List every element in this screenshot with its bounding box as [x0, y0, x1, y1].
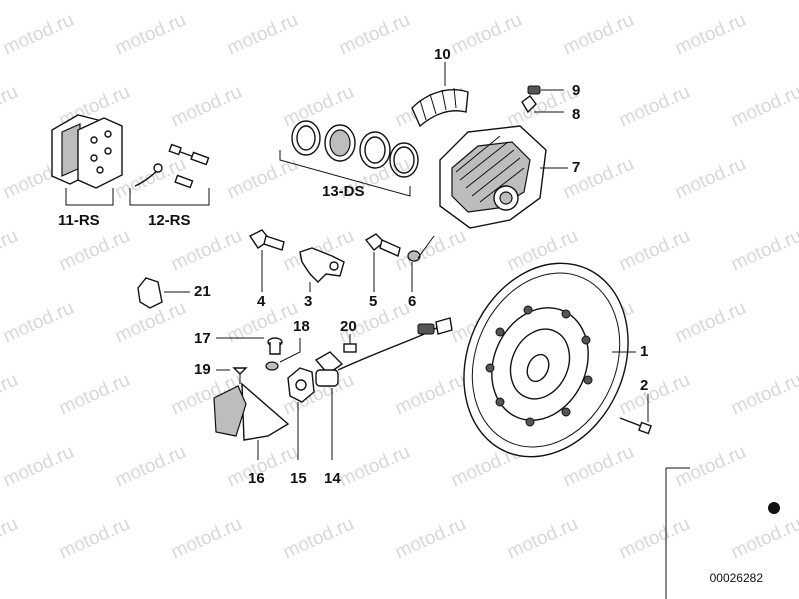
callout-17: 17: [194, 330, 211, 347]
part-14-abs-sensor[interactable]: [314, 317, 453, 460]
callout-18: 18: [293, 318, 310, 335]
part-18-washer[interactable]: [265, 338, 301, 371]
part-6-washer[interactable]: [407, 235, 435, 292]
callout-4: 4: [257, 293, 266, 310]
callout-20: 20: [340, 318, 357, 335]
callout-10: 10: [434, 46, 451, 63]
part-7-caliper[interactable]: [439, 125, 568, 229]
callout-6: 6: [408, 293, 417, 310]
part-3-bracket[interactable]: [299, 247, 345, 292]
callout-14: 14: [324, 470, 341, 487]
callout-5: 5: [369, 293, 378, 310]
part-8-9-bleeder[interactable]: [521, 85, 564, 114]
part-4-bolt[interactable]: [248, 229, 285, 292]
callout-2: 2: [640, 377, 649, 394]
document-id: 00026282: [709, 571, 763, 585]
callout-7: 7: [572, 159, 581, 176]
callout-15: 15: [290, 470, 307, 487]
part-12-pins[interactable]: [129, 143, 210, 206]
callout-16: 16: [248, 470, 265, 487]
callout-12-rs: 12-RS: [148, 212, 191, 229]
part-1-brake-disc[interactable]: [434, 237, 658, 483]
part-2-disc-bolt[interactable]: [619, 394, 652, 435]
part-11-brake-pads[interactable]: [51, 114, 123, 206]
part-5-bolt[interactable]: [364, 233, 401, 292]
callout-13-ds: 13-DS: [322, 183, 365, 200]
part-20-screw[interactable]: [343, 334, 357, 353]
callout-21: 21: [194, 283, 211, 300]
part-21-clip[interactable]: [137, 277, 190, 309]
callout-3: 3: [304, 293, 313, 310]
callout-1: 1: [640, 343, 649, 360]
part-17-screw[interactable]: [216, 337, 283, 355]
part-13-seal-rings[interactable]: [279, 120, 419, 197]
callout-11-rs: 11-RS: [58, 212, 100, 229]
callout-19: 19: [194, 361, 211, 378]
part-19-screw[interactable]: [216, 367, 248, 384]
part-15-gasket[interactable]: [287, 367, 315, 460]
orientation-box: [665, 467, 780, 599]
callout-8: 8: [572, 106, 581, 123]
callout-9: 9: [572, 82, 581, 99]
part-16-sensor-holder[interactable]: [213, 382, 290, 460]
part-10-cover[interactable]: [411, 62, 469, 128]
